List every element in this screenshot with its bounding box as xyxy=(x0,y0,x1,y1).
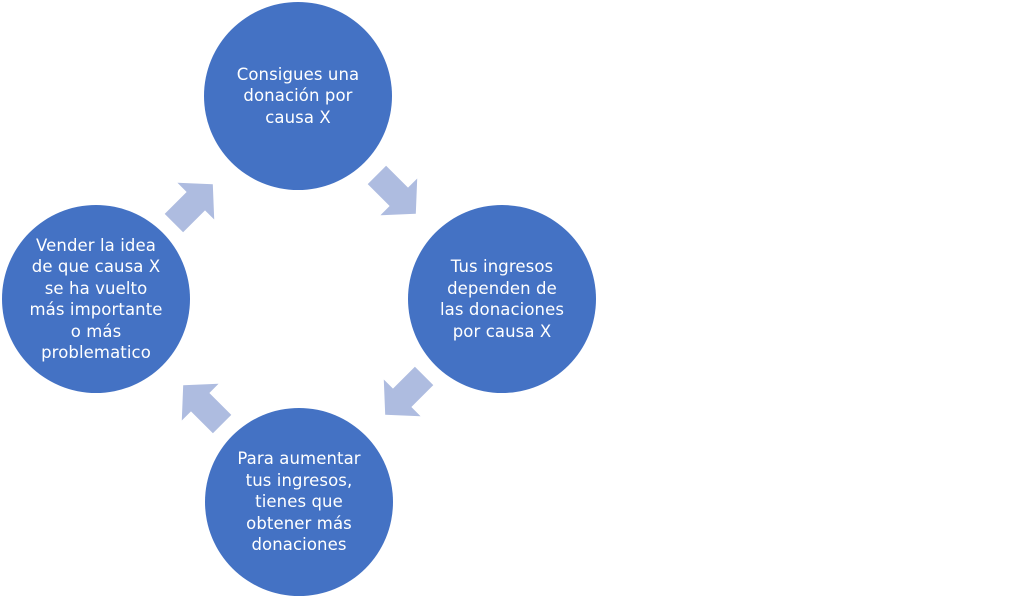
cycle-node-aumentar-ingresos: Para aumentar tus ingresos, tienes que o… xyxy=(205,408,393,596)
arrow-down-right-icon xyxy=(367,165,418,216)
arrow-down-left-icon xyxy=(383,366,434,417)
cycle-node-tus-ingresos: Tus ingresos dependen de las donaciones … xyxy=(408,205,596,393)
arrow-up-left-icon xyxy=(181,383,232,434)
arrow-up-right-icon xyxy=(164,182,215,233)
cycle-node-consigues-donacion: Consigues una donación por causa X xyxy=(204,2,392,190)
cycle-node-label: Vender la idea de que causa X se ha vuel… xyxy=(29,235,163,363)
cycle-node-vender-idea: Vender la idea de que causa X se ha vuel… xyxy=(2,205,190,393)
cycle-node-label: Para aumentar tus ingresos, tienes que o… xyxy=(237,449,361,555)
cycle-node-label: Tus ingresos dependen de las donaciones … xyxy=(439,257,565,341)
cycle-node-label: Consigues una donación por causa X xyxy=(236,64,360,127)
